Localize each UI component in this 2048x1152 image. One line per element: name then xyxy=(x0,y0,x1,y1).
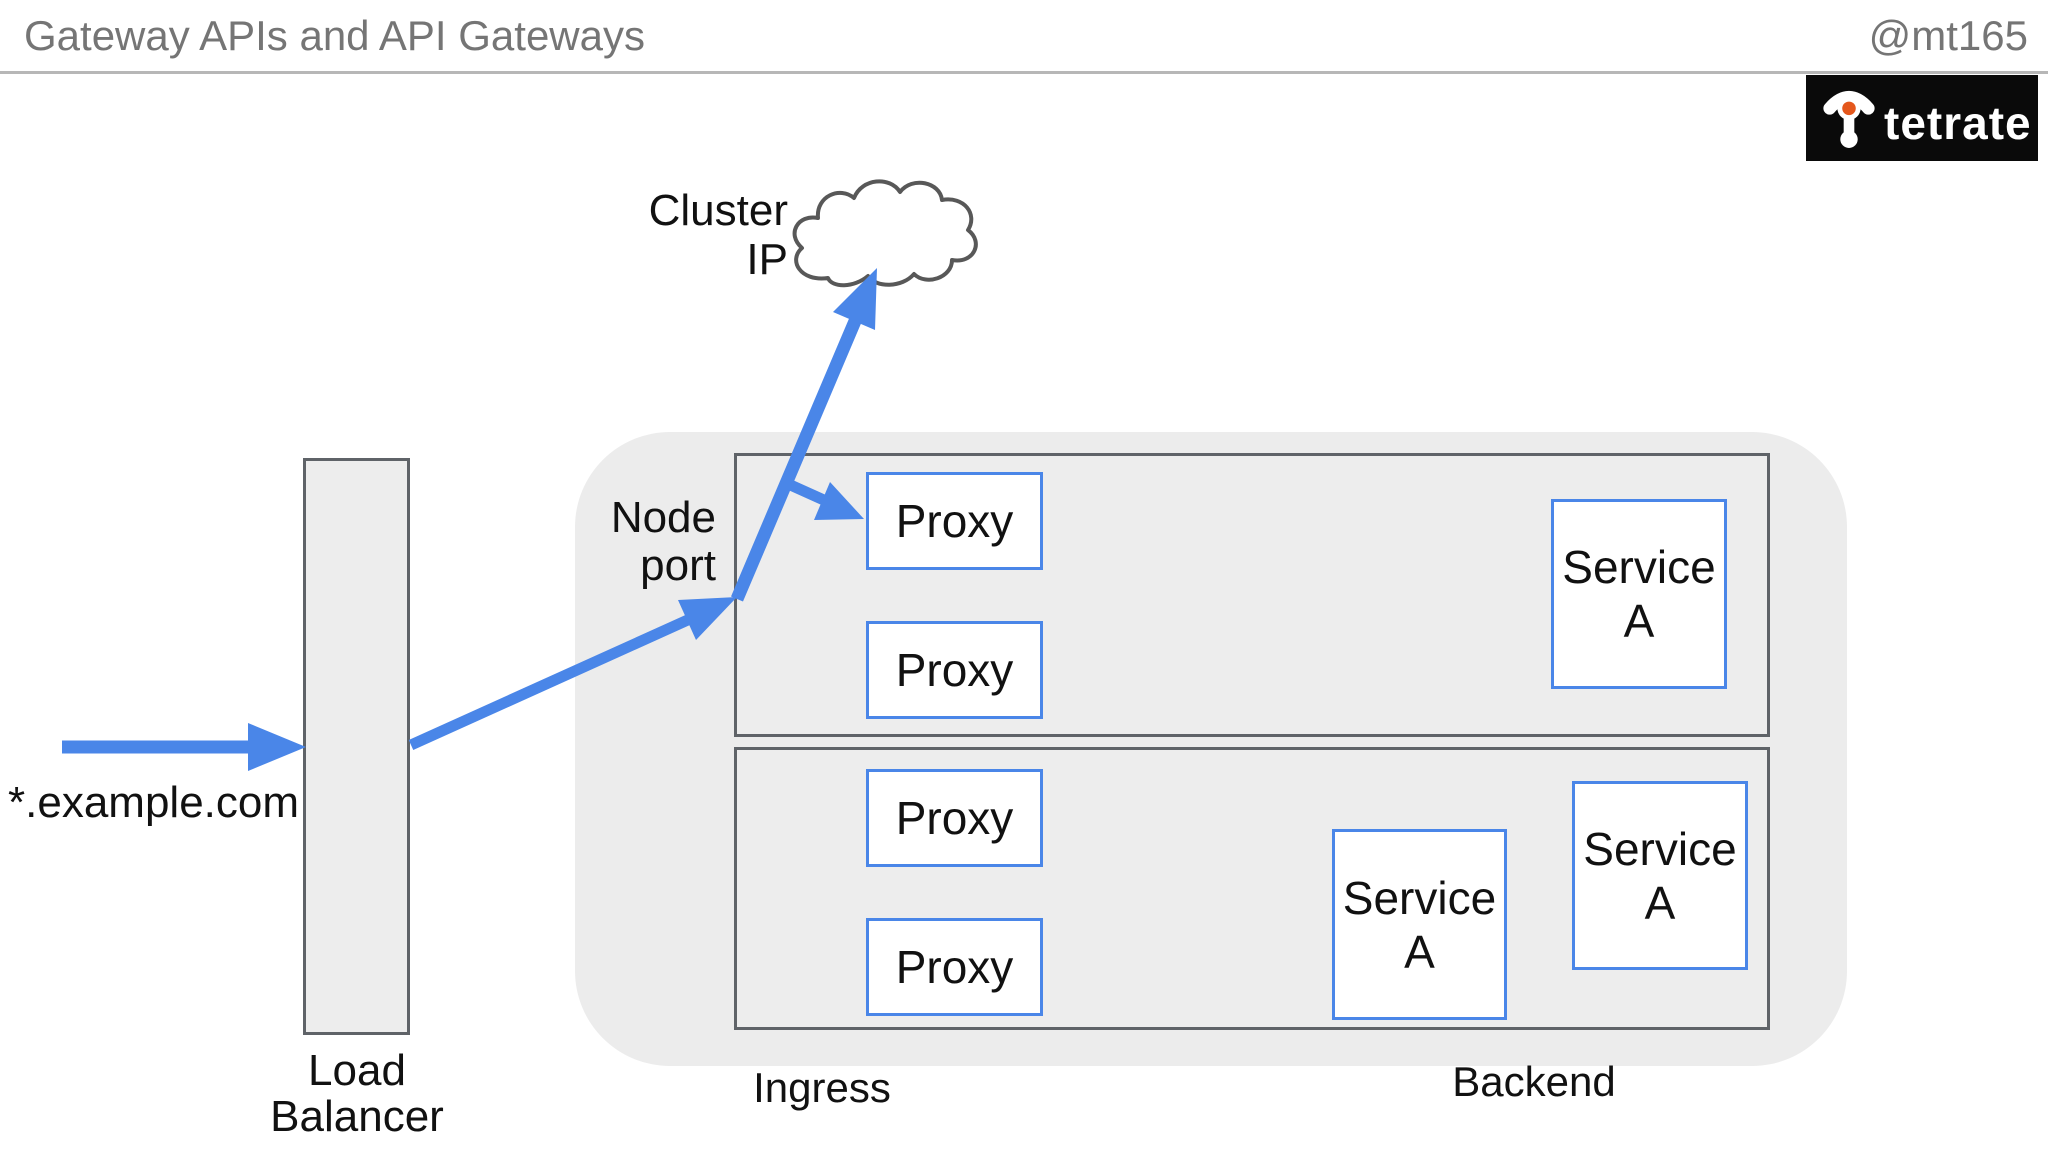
cluster-ip-line2: IP xyxy=(746,235,788,284)
cluster-ip-label: Cluster IP xyxy=(560,186,788,284)
load-balancer-label: Load Balancer xyxy=(207,1048,507,1140)
service-label-line2: A xyxy=(1644,876,1676,929)
service-label-line2: A xyxy=(1404,925,1435,978)
proxy-box: Proxy xyxy=(866,918,1043,1016)
proxy-box: Proxy xyxy=(866,769,1043,867)
ingress-label: Ingress xyxy=(753,1064,891,1111)
service-label-line1: Service xyxy=(1583,822,1737,875)
service-label-line1: Service xyxy=(1342,871,1497,924)
service-box: Service A xyxy=(1572,781,1748,970)
load-balancer-line2: Balancer xyxy=(270,1092,444,1141)
node-port-line2: port xyxy=(640,541,716,590)
backend-label: Backend xyxy=(1452,1058,1616,1105)
proxy-box: Proxy xyxy=(866,621,1043,719)
proxy-label: Proxy xyxy=(895,495,1014,547)
node-port-label: Node port xyxy=(500,494,716,590)
cluster-ip-line1: Cluster xyxy=(648,186,788,235)
arrow-external-to-lb xyxy=(62,723,306,771)
proxy-label: Proxy xyxy=(895,941,1014,993)
service-label-line2: A xyxy=(1623,595,1655,647)
load-balancer-box xyxy=(303,458,410,1035)
page-title: Gateway APIs and API Gateways xyxy=(24,12,645,59)
service-label-line1: Service xyxy=(1562,541,1716,593)
logo-orange-dot xyxy=(1842,101,1856,116)
service-box: Service A xyxy=(1551,499,1727,689)
tetrate-icon xyxy=(1823,90,1875,148)
cluster-ip-cloud xyxy=(792,179,978,288)
service-box: Service A xyxy=(1332,829,1507,1020)
proxy-label: Proxy xyxy=(895,644,1014,696)
node-port-line1: Node xyxy=(610,493,716,542)
proxy-box: Proxy xyxy=(866,472,1043,570)
logo-wordmark: tetrate xyxy=(1884,97,2032,149)
load-balancer-line1: Load xyxy=(308,1046,406,1095)
external-domain-label: *.example.com xyxy=(8,778,300,827)
header-divider xyxy=(0,71,2048,74)
author-handle: @mt165 xyxy=(1868,12,2028,59)
tetrate-logo: tetrate xyxy=(1806,75,2038,161)
proxy-label: Proxy xyxy=(895,792,1014,844)
